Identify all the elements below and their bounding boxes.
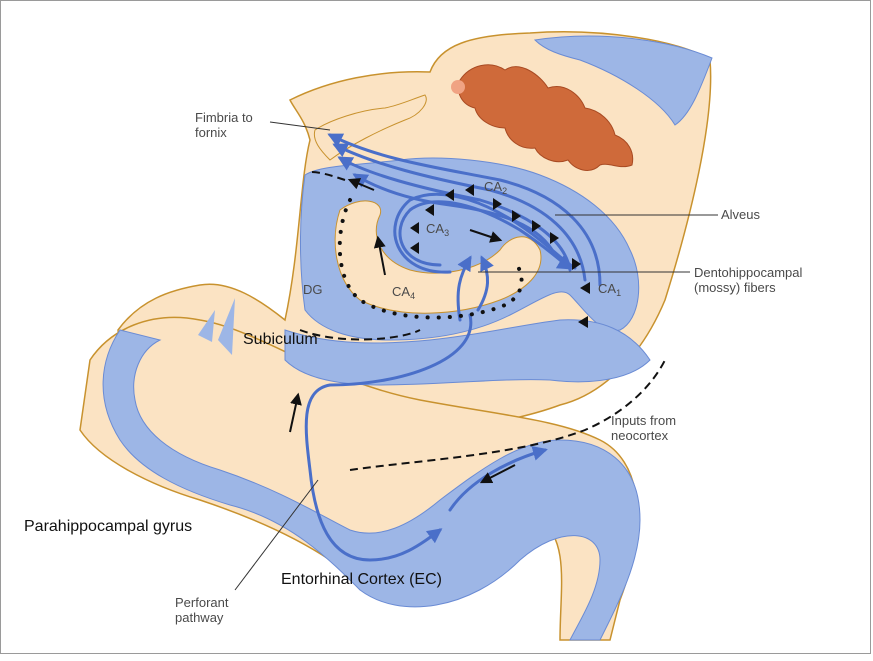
pyramidal-cell (410, 242, 419, 254)
plexus-node (451, 80, 465, 94)
inputs-label-line2: neocortex (611, 427, 669, 443)
flow-arrow (289, 392, 302, 433)
pathway-line (352, 173, 557, 257)
perforant-path (476, 255, 494, 312)
outer-cortex-right (533, 35, 713, 126)
leader-line (269, 121, 331, 131)
perforant-label-line1: Perforant (175, 595, 229, 610)
mossy-fibers-label: Dentohippocampal (mossy) fibers (694, 265, 803, 296)
subiculum-cortex (284, 319, 651, 386)
pyramidal-cell (578, 316, 588, 328)
perforant-path (304, 313, 473, 562)
dg-text: DG (303, 282, 323, 297)
ca3-text: CA (426, 221, 445, 236)
pyramidal-cell (410, 222, 419, 234)
leader-line (234, 479, 319, 591)
fimbria-label: Fimbria to fornix (195, 110, 253, 141)
ca4-text: CA (392, 284, 411, 299)
choroid-plexus (457, 64, 634, 171)
mossy-label-line1: Dentohippocampal (694, 265, 803, 280)
flow-arrows (289, 178, 516, 484)
pathway-line (393, 192, 577, 274)
perforant-label-line2: pathway (175, 609, 224, 625)
inputs-label-line1: Inputs from (611, 413, 677, 428)
parahippocampal-label: Parahippocampal gyrus (24, 518, 192, 536)
ca4-subscript: 4 (410, 291, 416, 301)
cortex-band (102, 329, 641, 641)
ca1-subscript: 1 (616, 288, 622, 298)
pyramidal-cell (445, 189, 454, 201)
subiculum-wedge (218, 298, 235, 355)
alveus-pathways (304, 133, 602, 562)
entorhinal-text: Entorhinal Cortex (EC) (281, 571, 442, 588)
mossy-label-line2: (mossy) fibers (694, 279, 776, 295)
ca2-text: CA (484, 179, 503, 194)
ca2-subscript: 2 (502, 186, 508, 196)
subiculum-label: Subiculum (243, 331, 318, 349)
pyramidal-cell (493, 198, 502, 210)
dentate-fold (334, 200, 542, 314)
flow-arrow (347, 178, 375, 191)
pathway-line (327, 133, 602, 287)
ca3-label: CA3 (426, 221, 450, 238)
pyramidal-cells (410, 184, 590, 328)
pyramidal-cell (572, 258, 581, 270)
ca2-label: CA2 (484, 179, 508, 196)
pyramidal-cell (512, 210, 521, 222)
fimbria-label-line2: fornix (195, 124, 227, 140)
dentate-gyrus-granule-layer (337, 198, 524, 320)
alveus-label: Alveus (721, 207, 761, 223)
inputs-label: Inputs from neocortex (611, 413, 677, 444)
pyramidal-cell (465, 184, 474, 196)
flow-arrow (373, 235, 386, 276)
leader-lines (234, 121, 718, 591)
pathway-line (337, 156, 572, 272)
ca4-label: CA4 (392, 284, 416, 301)
parahippocampal-text: Parahippocampal gyrus (24, 518, 193, 535)
subiculum-text: Subiculum (243, 331, 318, 348)
fimbria-label-line1: Fimbria to (195, 110, 253, 125)
alveus-text: Alveus (721, 207, 761, 222)
fissure-line (299, 329, 421, 341)
fissure-line (309, 171, 346, 181)
flow-arrow (479, 464, 516, 484)
ca1-text: CA (598, 281, 617, 296)
perforant-label: Perforant pathway (175, 595, 229, 626)
pyramidal-cell (425, 204, 434, 216)
dg-label: DG (303, 282, 323, 298)
pathway-line (332, 143, 587, 282)
entorhinal-label: Entorhinal Cortex (EC) (281, 571, 442, 589)
pathway-line (398, 200, 573, 270)
pyramidal-cell (580, 282, 590, 294)
perforant-path (456, 255, 472, 322)
ca1-label: CA1 (598, 281, 622, 298)
ca3-subscript: 3 (444, 228, 450, 238)
flow-arrow (469, 229, 503, 243)
pyramidal-cell (550, 232, 559, 244)
pyramidal-cell (532, 220, 541, 232)
subiculum-wedge (198, 310, 215, 342)
